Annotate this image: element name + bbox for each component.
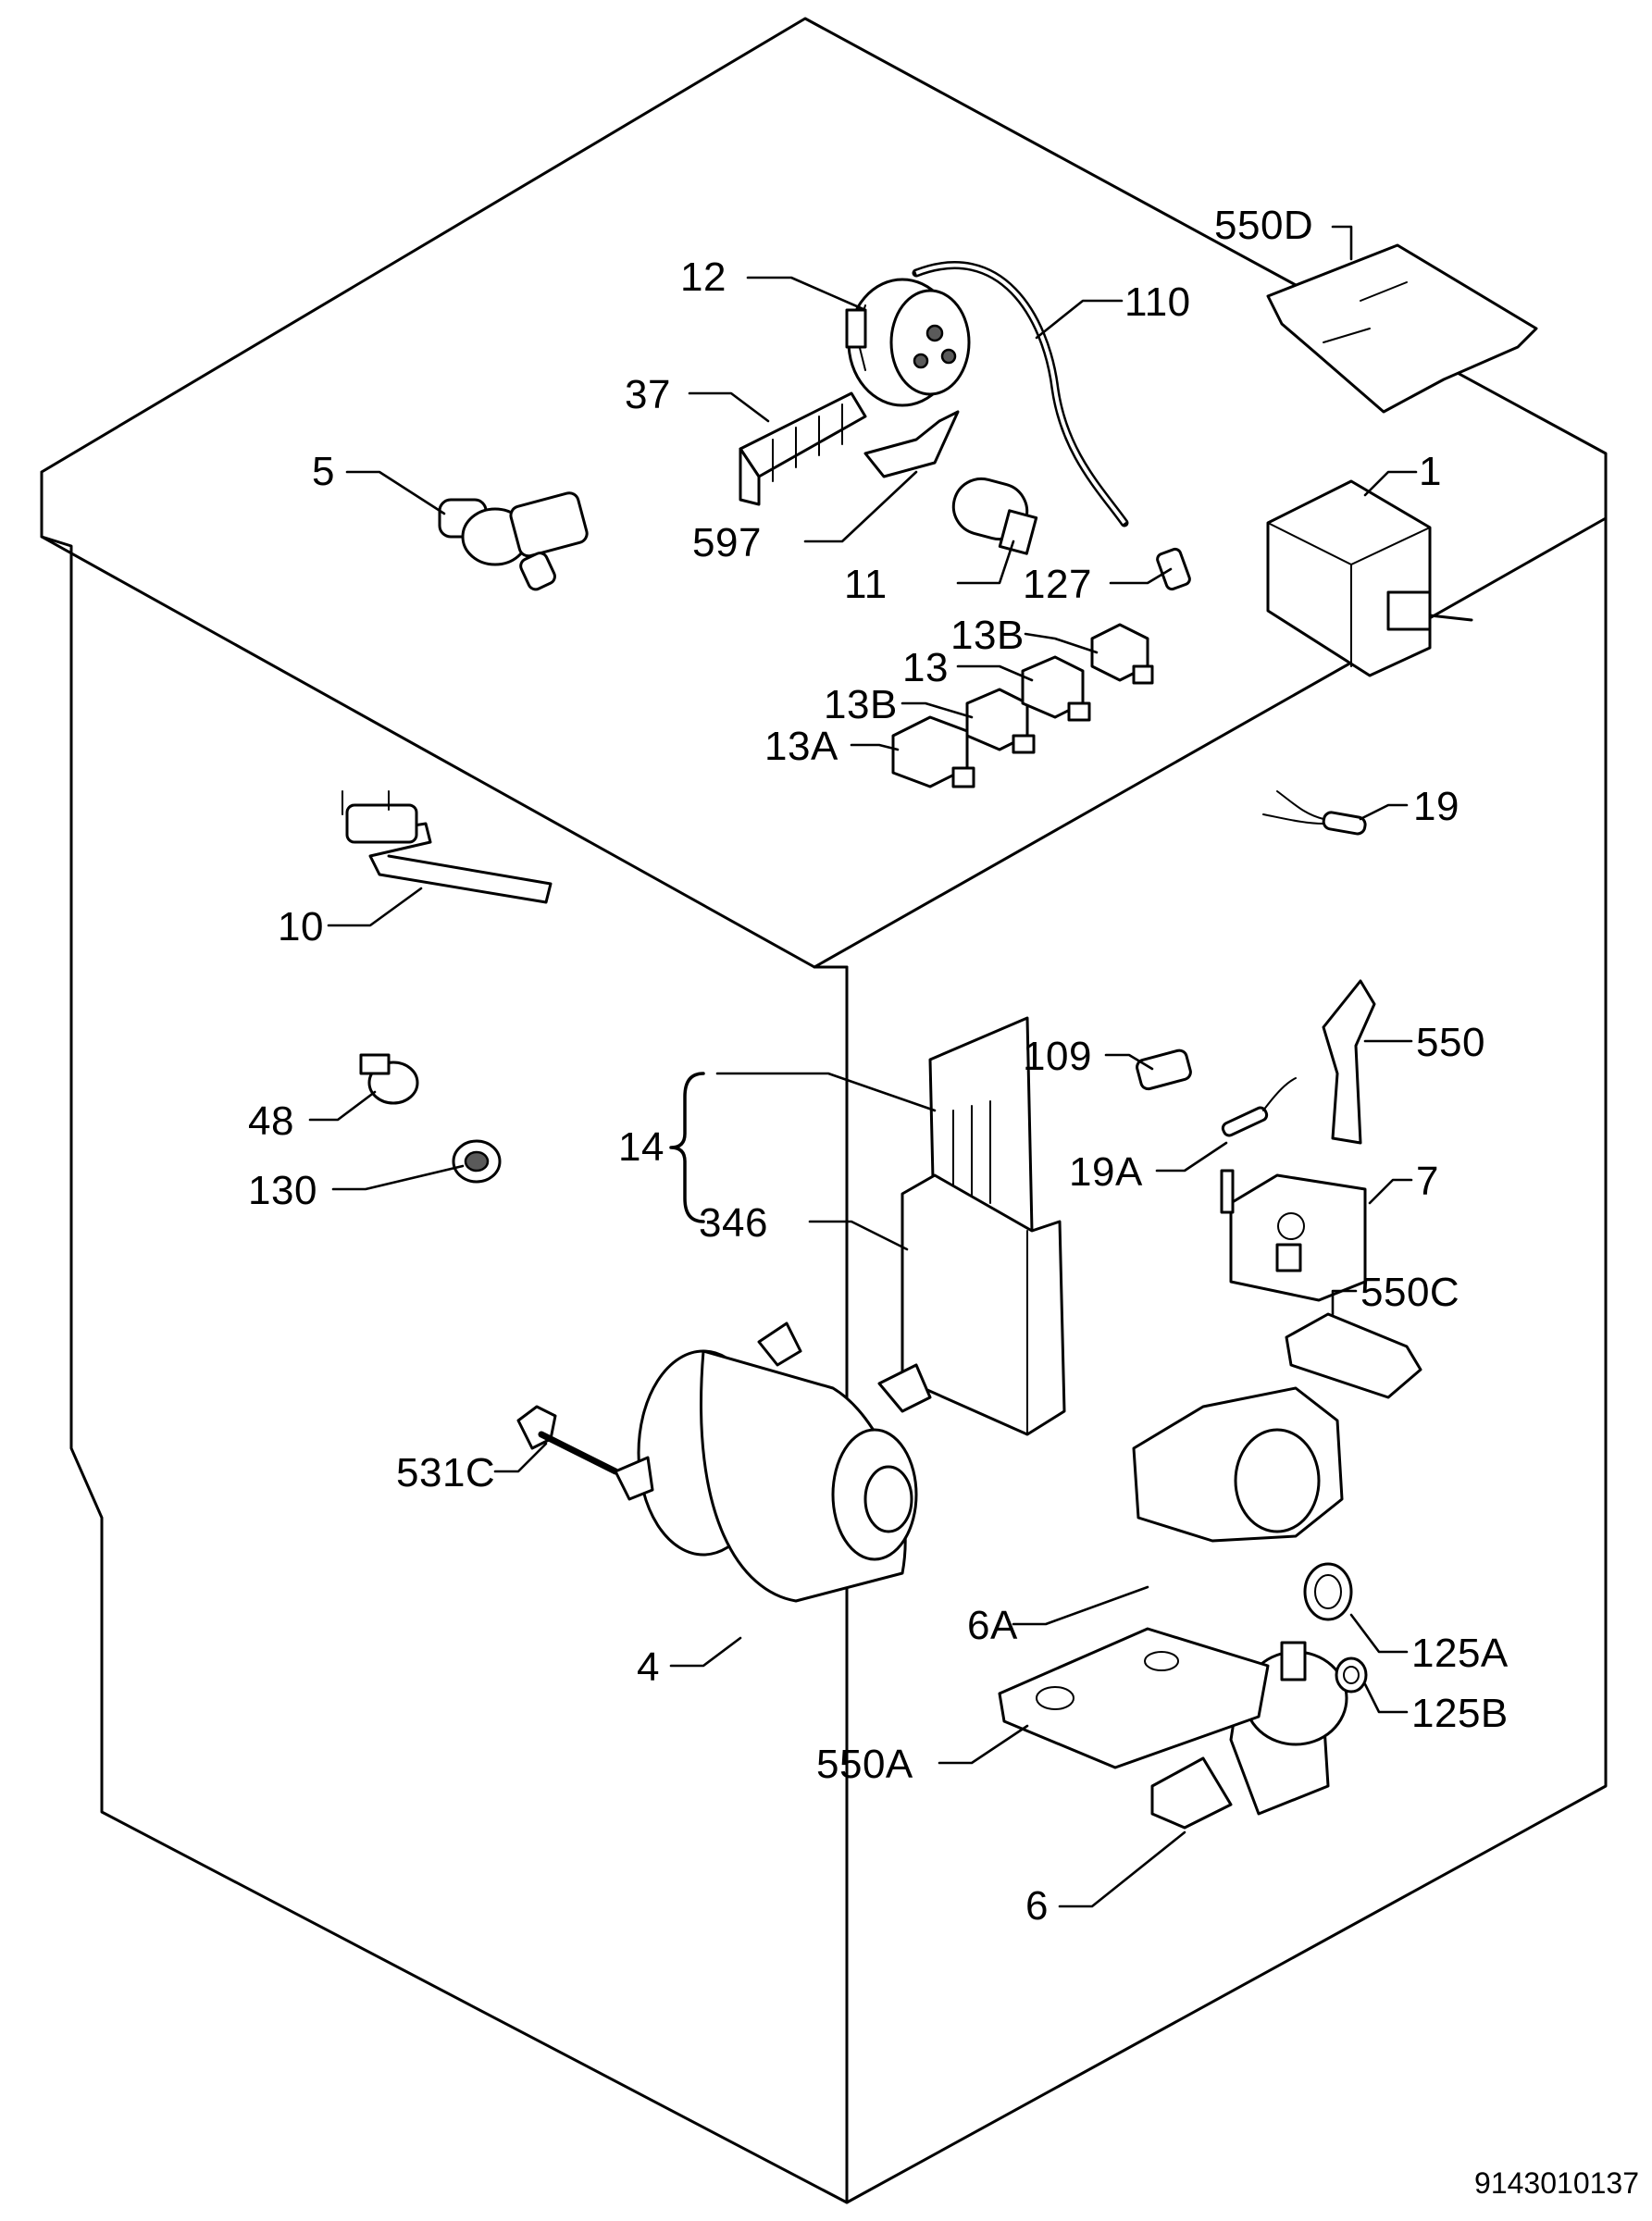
door-lock-7 xyxy=(1220,1169,1367,1302)
label-110: 110 xyxy=(1124,279,1191,325)
label-5: 5 xyxy=(312,449,335,494)
label-130: 130 xyxy=(248,1168,317,1213)
label-597: 597 xyxy=(692,520,762,565)
label-37: 37 xyxy=(625,372,671,417)
label-19: 19 xyxy=(1413,784,1459,829)
cover-550c xyxy=(1285,1312,1422,1399)
group-brace-14 xyxy=(669,1072,705,1223)
label-48: 48 xyxy=(248,1098,294,1144)
label-127: 127 xyxy=(1023,562,1092,607)
leader-lines xyxy=(308,225,1418,1908)
valve-5 xyxy=(438,491,589,591)
label-6a: 6A xyxy=(967,1603,1018,1648)
part-109 xyxy=(1136,1048,1192,1091)
label-550: 550 xyxy=(1416,1020,1485,1065)
nut-130 xyxy=(452,1139,502,1184)
bracket-37 xyxy=(739,391,867,506)
label-1: 1 xyxy=(1419,449,1442,494)
terminal-13 xyxy=(1021,655,1091,722)
pad-550a xyxy=(998,1627,1270,1769)
label-550d: 550D xyxy=(1214,203,1314,248)
label-12: 12 xyxy=(680,254,727,300)
label-125b: 125B xyxy=(1411,1691,1509,1736)
label-6: 6 xyxy=(1025,1883,1049,1929)
label-550c: 550C xyxy=(1360,1270,1460,1315)
cover-plate-550d xyxy=(1266,243,1538,414)
seal-125a xyxy=(1303,1562,1353,1621)
seal-125b xyxy=(1335,1656,1368,1694)
programmer-timer-1 xyxy=(1266,479,1473,677)
label-7: 7 xyxy=(1416,1159,1439,1204)
document-number: 9143010137 xyxy=(1474,2166,1639,2200)
label-13b-top: 13B xyxy=(950,613,1025,658)
pressure-switch-12 xyxy=(845,278,971,407)
label-550a: 550A xyxy=(816,1742,913,1787)
label-346: 346 xyxy=(699,1200,768,1246)
label-13a: 13A xyxy=(764,724,838,769)
label-14: 14 xyxy=(618,1124,665,1170)
screw-531c xyxy=(516,1405,619,1475)
capacitor-11 xyxy=(951,477,1038,555)
label-10: 10 xyxy=(278,904,324,949)
motor-4 xyxy=(614,1321,932,1603)
label-531c: 531C xyxy=(396,1450,496,1495)
label-13b-mid: 13B xyxy=(824,682,898,727)
label-4: 4 xyxy=(637,1644,660,1690)
label-19a: 19A xyxy=(1069,1149,1143,1195)
terminal-13b-mid xyxy=(965,688,1036,754)
label-13: 13 xyxy=(902,645,949,690)
sensor-19a xyxy=(1221,1077,1297,1137)
pump-assembly-6 xyxy=(1132,1386,1348,1830)
label-11: 11 xyxy=(844,562,888,607)
hose-110 xyxy=(912,261,1129,527)
terminal-13a xyxy=(891,715,975,788)
sensor-19 xyxy=(1262,790,1367,836)
cable-550 xyxy=(1322,979,1376,1145)
clip-597 xyxy=(863,410,960,478)
label-109: 109 xyxy=(1023,1034,1092,1079)
label-125a: 125A xyxy=(1411,1631,1509,1676)
terminal-13b-top xyxy=(1090,623,1154,685)
connector-127 xyxy=(1156,547,1191,591)
heating-element-10 xyxy=(342,790,553,904)
thermostat-48 xyxy=(359,1053,419,1105)
